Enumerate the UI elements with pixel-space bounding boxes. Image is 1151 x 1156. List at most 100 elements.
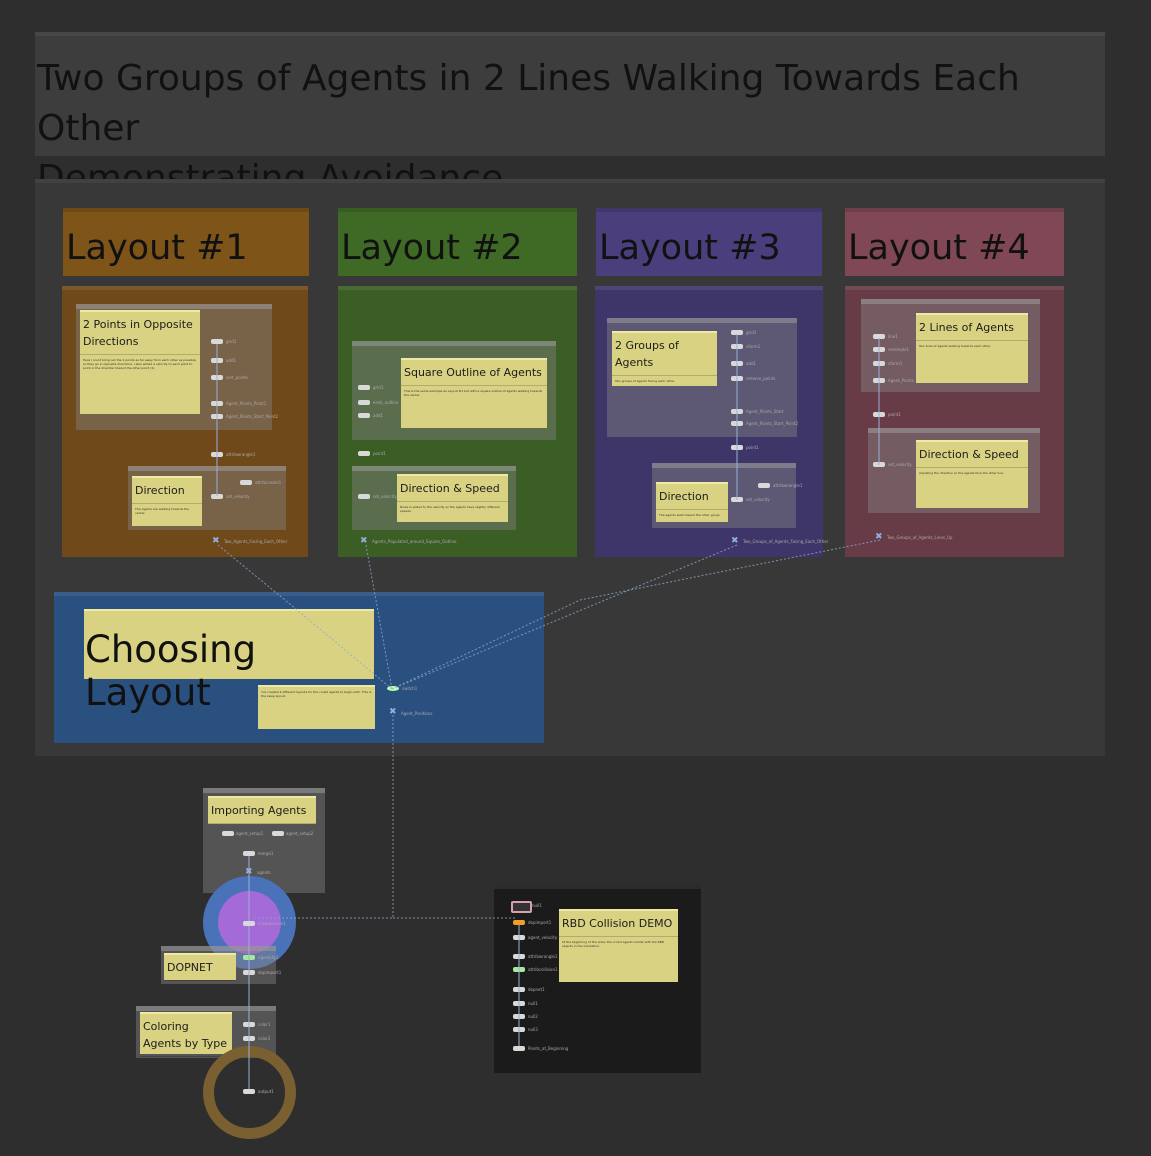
layout-4-header[interactable]: Layout #4 bbox=[845, 208, 1064, 276]
layout-1-node-1-label: grid1 bbox=[226, 339, 237, 344]
rbd-node-1-label: null1 bbox=[532, 903, 542, 908]
layout-2-node-4-label: point1 bbox=[373, 451, 386, 456]
layout-2-out-icon[interactable]: ✖ bbox=[360, 536, 368, 546]
layout-3-node-1[interactable] bbox=[731, 330, 743, 335]
choosing-layout-note-body: I've created 4 different layouts for the… bbox=[261, 690, 372, 698]
layout-4-dir-title: Direction & Speed bbox=[916, 442, 1028, 468]
rbd-node-3-label: agent_velocity bbox=[528, 935, 558, 940]
rbd-node-1[interactable] bbox=[511, 901, 532, 913]
layout-2-dir-title: Direction & Speed bbox=[397, 476, 508, 502]
layout-2-direction-note[interactable]: Direction & Speed Noise is added to the … bbox=[397, 474, 508, 522]
layout-4-header-label: Layout #4 bbox=[848, 228, 1030, 268]
layout-2-note-body: This is the same example as Layout #1 bu… bbox=[404, 389, 543, 397]
layout-3-out-label: Two_Groups_of_Agents_Facing_Each_Other bbox=[743, 539, 829, 544]
layout-3-dir-node-2[interactable] bbox=[758, 483, 770, 488]
import-node-1[interactable] bbox=[222, 831, 234, 836]
rbd-demo-note[interactable]: RBD Collision DEMO At the beginning of t… bbox=[559, 909, 678, 982]
layout-1-dir-title: Direction bbox=[132, 478, 202, 504]
layout-1-points-note[interactable]: 2 Points in Opposite Directions Here I c… bbox=[80, 310, 200, 414]
layout-4-node-1[interactable] bbox=[873, 334, 885, 339]
wire-layout3-switch bbox=[391, 544, 738, 690]
layout-4-node-2-label: resample1 bbox=[888, 347, 910, 352]
rbd-node-10[interactable] bbox=[513, 1046, 525, 1051]
layout-1-node-4-label: Agent_Points_Point1 bbox=[226, 401, 267, 406]
output-node-label: output1 bbox=[258, 1089, 274, 1094]
layout-2-dir-body: Noise is added to the velocity so the ag… bbox=[400, 505, 500, 513]
choosing-layout-note[interactable]: I've created 4 different layouts for the… bbox=[258, 685, 375, 729]
layout-1-header[interactable]: Layout #1 bbox=[63, 208, 309, 276]
dopnet-node-1-label: agentclip1 bbox=[258, 955, 280, 960]
layout-4-dir-body: Adjusting the direction so the agents fa… bbox=[919, 471, 1004, 475]
choosing-positions-icon[interactable]: ✖ bbox=[389, 707, 397, 717]
layout-4-direction-note[interactable]: Direction & Speed Adjusting the directio… bbox=[916, 440, 1028, 508]
layout-2-outline-note[interactable]: Square Outline of Agents This is the sam… bbox=[401, 358, 547, 428]
import-node-4-label: agents bbox=[257, 870, 271, 875]
layout-1-node-2-label: add1 bbox=[226, 358, 237, 363]
layout-2-node-2[interactable] bbox=[358, 400, 370, 405]
layout-1-dir-node-3[interactable] bbox=[211, 494, 223, 499]
rbd-demo-title: RBD Collision DEMO bbox=[559, 911, 678, 937]
layout-4-node-1-label: line1 bbox=[888, 334, 898, 339]
layout-3-direction-note[interactable]: Direction The agents walk toward the oth… bbox=[656, 482, 728, 522]
coloring-note[interactable]: Coloring Agents by Type bbox=[140, 1012, 232, 1057]
choosing-layout-header[interactable]: Choosing Layout bbox=[84, 609, 374, 714]
layout-4-note-title: 2 Lines of Agents bbox=[916, 315, 1028, 341]
layout-1-out-label: Two_Agents_Facing_Each_Other bbox=[224, 539, 288, 544]
layout-2-node-3[interactable] bbox=[358, 413, 370, 418]
layout-1-node-1[interactable] bbox=[211, 339, 223, 344]
crowdsource-node-label: crowdsource1 bbox=[258, 921, 286, 926]
layout-3-groups-note[interactable]: 2 Groups of Agents Two groups of agents … bbox=[612, 331, 717, 386]
title-line-1: Two Groups of Agents in 2 Lines Walking … bbox=[37, 58, 1020, 149]
choosing-positions-label: Agent_Positions bbox=[401, 711, 433, 716]
layout-4-node-3-label: xform1 bbox=[888, 361, 903, 366]
rbd-node-10-label: Points_at_Beginning bbox=[528, 1046, 569, 1051]
layout-2-node-1-label: grid1 bbox=[373, 385, 384, 390]
rbd-node-5-label: attribcollision1 bbox=[528, 967, 558, 972]
layout-3-node-5-label: Agent_Points_Start bbox=[746, 409, 784, 414]
wire-layout1-switch bbox=[217, 544, 393, 690]
layout-2-node-1[interactable] bbox=[358, 385, 370, 390]
layout-4-note-body: Two lines of agents walking towards each… bbox=[919, 344, 991, 348]
layout-1-dir-node-2[interactable] bbox=[240, 480, 252, 485]
layout-3-node-4-label: remove_points bbox=[746, 376, 776, 381]
rbd-node-8-label: null2 bbox=[528, 1014, 538, 1019]
layout-1-direction-note[interactable]: Direction The Agents are walking towards… bbox=[132, 476, 202, 526]
choosing-switch-label: switch1 bbox=[402, 686, 418, 691]
coloring-node-2-label: color2 bbox=[258, 1036, 271, 1041]
layout-3-dir-node-1-label: point1 bbox=[746, 445, 759, 450]
layout-3-note-title: 2 Groups of Agents bbox=[612, 333, 717, 376]
layout-4-out-icon[interactable]: ✖ bbox=[875, 532, 883, 542]
layout-3-dir-body: The agents walk toward the other group. bbox=[659, 513, 721, 517]
layout-4-lines-note[interactable]: 2 Lines of Agents Two lines of agents wa… bbox=[916, 313, 1028, 383]
import-node-2[interactable] bbox=[272, 831, 284, 836]
rbd-node-2[interactable] bbox=[513, 920, 525, 925]
importing-agents-note[interactable]: Importing Agents bbox=[208, 796, 316, 824]
coloring-node-1-label: color1 bbox=[258, 1022, 271, 1027]
layout-3-header[interactable]: Layout #3 bbox=[596, 208, 822, 276]
layout-1-dir-node-1-label: attribwrangle1 bbox=[226, 452, 256, 457]
layout-2-node-4[interactable] bbox=[358, 451, 370, 456]
choosing-layout-header-label: Choosing Layout bbox=[85, 628, 257, 714]
output-node[interactable] bbox=[243, 1089, 255, 1094]
layout-2-dir-node-1[interactable] bbox=[358, 494, 370, 499]
layout-4-dir-node-2-label: set_velocity bbox=[888, 462, 912, 467]
layout-3-dir-title: Direction bbox=[656, 484, 728, 510]
layout-1-dir-body: The Agents are walking towards the cente… bbox=[135, 507, 190, 515]
dopnet-title: DOPNET bbox=[164, 955, 236, 981]
layout-2-header[interactable]: Layout #2 bbox=[338, 208, 577, 276]
import-node-2-label: agent_setup2 bbox=[286, 831, 314, 836]
dopnet-node-2-label: dopimport1 bbox=[258, 970, 282, 975]
layout-3-dir-node-2-label: attribwrangle1 bbox=[773, 483, 803, 488]
layout-1-dir-node-3-label: set_velocity bbox=[226, 494, 250, 499]
layout-3-header-label: Layout #3 bbox=[599, 228, 781, 268]
layout-1-out-icon[interactable]: ✖ bbox=[212, 536, 220, 546]
layout-3-out-icon[interactable]: ✖ bbox=[731, 536, 739, 546]
layout-1-header-label: Layout #1 bbox=[66, 228, 248, 268]
rbd-node-7-label: null1 bbox=[528, 1001, 538, 1006]
crowdsource-node[interactable] bbox=[243, 921, 255, 926]
layout-4-dir-node-1-label: point1 bbox=[888, 412, 901, 417]
dopnet-note[interactable]: DOPNET bbox=[164, 953, 236, 981]
import-node-3[interactable] bbox=[243, 851, 255, 856]
layout-1-note-body: Here I could bring out the 2 points as f… bbox=[83, 358, 197, 370]
